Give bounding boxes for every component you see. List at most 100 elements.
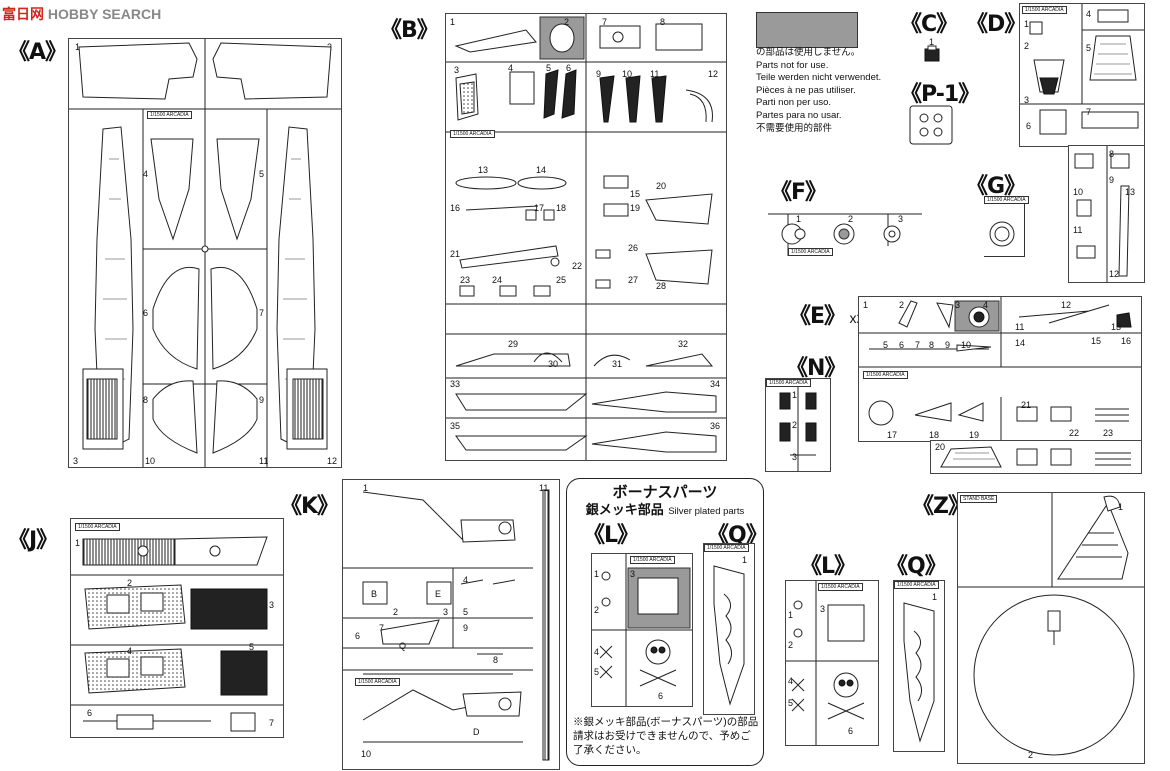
part-e-17: 17: [887, 430, 898, 440]
part-d-6: 6: [1026, 121, 1032, 131]
part-b-16: 16: [450, 203, 461, 213]
part-n-1: 1: [792, 390, 798, 400]
part-e-6: 6: [899, 340, 905, 350]
bonus-sprue-q: 1/1500 ARCADIA 1: [703, 543, 755, 715]
sprue-g-drawing: [989, 221, 1015, 247]
bonus-sprue-q-drawing: [713, 565, 745, 706]
part-d-13: 13: [1125, 187, 1136, 197]
part-e-11: 11: [1015, 322, 1025, 332]
part-z-2: 2: [1028, 750, 1034, 760]
part-b-31: 31: [612, 359, 623, 369]
part-e-9: 9: [945, 340, 951, 350]
sprue-l: 1/1500 ARCADIA 1 2 3 4 5 6: [785, 580, 879, 746]
part-a-6: 6: [143, 308, 149, 318]
notice-line-it: Parti non per uso.: [756, 97, 831, 109]
part-k-2: 2: [393, 607, 399, 617]
part-b-12: 12: [708, 69, 719, 79]
sprue-a-tag: 1/1500 ARCADIA: [147, 111, 192, 119]
part-l-5: 5: [788, 698, 794, 708]
part-b-25: 25: [556, 275, 567, 285]
part-a-5: 5: [259, 169, 265, 179]
part-b-5: 5: [546, 63, 552, 73]
part-b-33: 33: [450, 379, 461, 389]
part-e-2: 2: [899, 300, 905, 310]
part-b-27: 27: [628, 275, 639, 285]
part-e-18: 18: [929, 430, 940, 440]
bonus-part-q-1: 1: [742, 555, 748, 565]
part-j-3: 3: [269, 600, 275, 610]
part-e-23: 23: [1103, 428, 1114, 438]
part-d-3: 3: [1024, 95, 1030, 105]
bonus-sprue-l: 1/1500 ARCADIA 1 2 3 4 5 6: [591, 553, 693, 707]
part-e-7: 7: [915, 340, 921, 350]
sprue-q-tag: 1/1500 ARCADIA: [894, 581, 939, 589]
sprue-a-label: 《A》: [8, 40, 67, 65]
part-k-e: E: [435, 589, 442, 599]
part-b-17: 17: [534, 203, 545, 213]
part-e-3: 3: [955, 300, 961, 310]
part-e-19: 19: [969, 430, 980, 440]
part-b-30: 30: [548, 359, 559, 369]
part-j-4: 4: [127, 646, 133, 656]
part-q-1: 1: [932, 592, 938, 602]
sprue-l-label: 《L》: [800, 554, 856, 579]
part-b-19: 19: [630, 203, 641, 213]
sprue-n-drawing: [779, 387, 817, 471]
part-k-5: 5: [463, 607, 469, 617]
sprue-n-tag: 1/1500 ARCADIA: [766, 379, 811, 387]
bonus-sprue-l-tag: 1/1500 ARCADIA: [630, 556, 675, 564]
sprue-d-lower: 8 9 10 11 13 12: [1068, 145, 1145, 283]
sprue-q-drawing: [903, 602, 935, 743]
part-l-2: 2: [788, 640, 794, 650]
sprue-b: 1/1500 ARCADIA 1 2 7 8 3 4 5 6 9 10 11 1…: [445, 13, 727, 461]
sprue-z-tag: STAND BASE: [960, 495, 998, 503]
bonus-part-l-6: 6: [658, 691, 664, 701]
part-b-1: 1: [450, 17, 456, 27]
part-e-10: 10: [961, 340, 972, 350]
sprue-a-drawing: [69, 39, 341, 467]
part-d-2: 2: [1024, 41, 1030, 51]
part-d-11: 11: [1073, 225, 1083, 235]
part-d-4: 4: [1086, 9, 1092, 19]
part-a-7: 7: [259, 308, 265, 318]
sprue-q: 1/1500 ARCADIA 1: [893, 580, 945, 752]
part-f-2: 2: [848, 214, 854, 224]
sprue-e-tag: 1/1500 ARCADIA: [863, 371, 908, 379]
sprue-f-tag: 1/1500 ARCADIA: [788, 248, 833, 256]
bonus-part-l-4: 4: [594, 647, 600, 657]
sprue-c-drawing: [924, 45, 940, 62]
sprue-b-label: 《B》: [380, 18, 439, 43]
part-e-13: 13: [1111, 322, 1122, 332]
part-b-13: 13: [478, 165, 489, 175]
bonus-box: ボーナスパーツ 銀メッキ部品 Silver plated parts 《L》 《…: [566, 478, 768, 766]
sprue-e: 1/1500 ARCADIA 1 2 3 4 12 11 13 5 6 7 8 …: [858, 296, 1142, 442]
part-k-8: 8: [493, 655, 499, 665]
part-d-1: 1: [1024, 19, 1030, 29]
part-e-1: 1: [863, 300, 869, 310]
part-a-9: 9: [259, 395, 265, 405]
sprue-k: 1 11 B E 2 3 4 5 6 7 Q 9 8 1/1500 ARCADI…: [342, 479, 560, 770]
part-k-3: 3: [443, 607, 449, 617]
watermark-cn: 富日网: [2, 6, 44, 22]
bonus-sprue-q-tag: 1/1500 ARCADIA: [704, 544, 749, 552]
part-k-d: D: [473, 727, 480, 737]
part-c-1: 1: [929, 37, 935, 47]
bonus-part-l-1: 1: [594, 569, 600, 579]
sprue-b-tag: 1/1500 ARCADIA: [450, 130, 495, 138]
part-b-36: 36: [710, 421, 721, 431]
part-a-3: 3: [73, 456, 79, 466]
sprue-z: STAND BASE 1 2: [957, 492, 1145, 764]
part-j-5: 5: [249, 642, 255, 652]
sprue-e-lower-drawing: [940, 446, 1131, 468]
sprue-j-label: 《J》: [8, 528, 58, 553]
sprue-n-label: 《N》: [786, 356, 846, 381]
part-k-b: B: [371, 589, 378, 599]
notice-line-cn: 不需要使用的部件: [756, 122, 833, 134]
sprue-d-tag: 1/1500 ARCADIA: [1022, 6, 1067, 14]
bonus-sprue-l-label: 《L》: [583, 523, 639, 548]
bonus-note: ※銀メッキ部品(ボーナスパーツ)の部品請求はお受けできませんので、予めご了承くだ…: [573, 716, 759, 756]
sprue-l-tag: 1/1500 ARCADIA: [818, 583, 863, 591]
sprue-p1-drawing: [909, 105, 953, 145]
sprue-k-tag: 1/1500 ARCADIA: [355, 678, 400, 686]
part-k-7: 7: [379, 623, 385, 633]
